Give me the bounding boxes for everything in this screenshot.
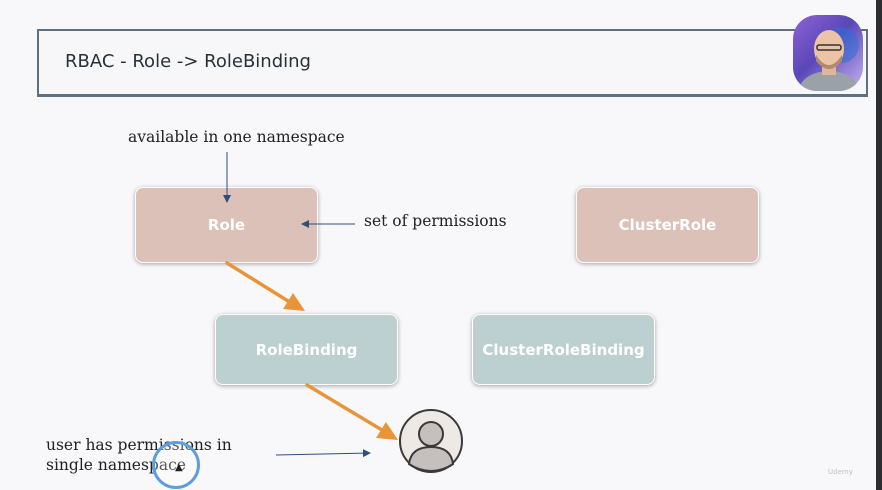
role-label: Role [207, 216, 246, 234]
role-to-binding-arrow [225, 261, 290, 303]
user-arrow [275, 449, 371, 458]
user-note-line-2: single namespace [46, 456, 186, 474]
mouse-pointer-icon: ▲ [175, 462, 183, 473]
cluster-role-label: ClusterRole [618, 216, 717, 234]
cluster-role-box: ClusterRole [576, 187, 759, 263]
user-avatar-icon [399, 409, 463, 473]
namespace-note: available in one namespace [128, 128, 345, 146]
slide-title: RBAC - Role -> RoleBinding [65, 51, 311, 72]
window-edge [876, 0, 882, 490]
udemy-watermark: Udemy [828, 468, 853, 476]
presenter-image [799, 27, 859, 91]
title-bar: RBAC - Role -> RoleBinding [37, 29, 868, 97]
binding-to-user-arrowhead [376, 422, 398, 440]
role-to-binding-arrowhead [283, 293, 305, 311]
role-binding-label: RoleBinding [255, 340, 358, 359]
binding-to-user-arrow [305, 383, 384, 432]
cluster-role-binding-box: ClusterRoleBinding [472, 314, 655, 385]
cluster-role-binding-label: ClusterRoleBinding [482, 340, 645, 359]
permissions-note: set of permissions [364, 212, 507, 230]
presenter-webcam [793, 15, 863, 91]
cursor-highlight-icon [152, 441, 200, 489]
